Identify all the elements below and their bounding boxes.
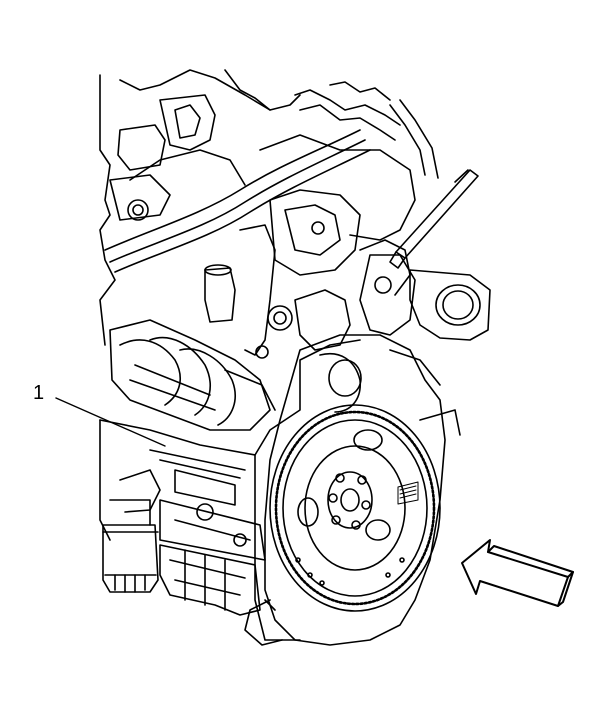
dipstick-tube [389,169,479,269]
wiring-harness [104,81,439,273]
engine-block-rear-face [244,334,461,646]
direction-arrow-icon [461,539,574,607]
callout-number-1: 1 [33,382,45,404]
oil-filter [102,499,159,593]
cylinder-head [259,134,416,296]
oil-pan [159,544,261,616]
coolant-outlet [359,254,491,341]
ignition-coil [204,224,351,356]
intake-manifold-upper [99,69,301,346]
exhaust-manifold [109,319,276,431]
callout-leader-line [55,397,166,447]
flywheel [269,404,441,612]
